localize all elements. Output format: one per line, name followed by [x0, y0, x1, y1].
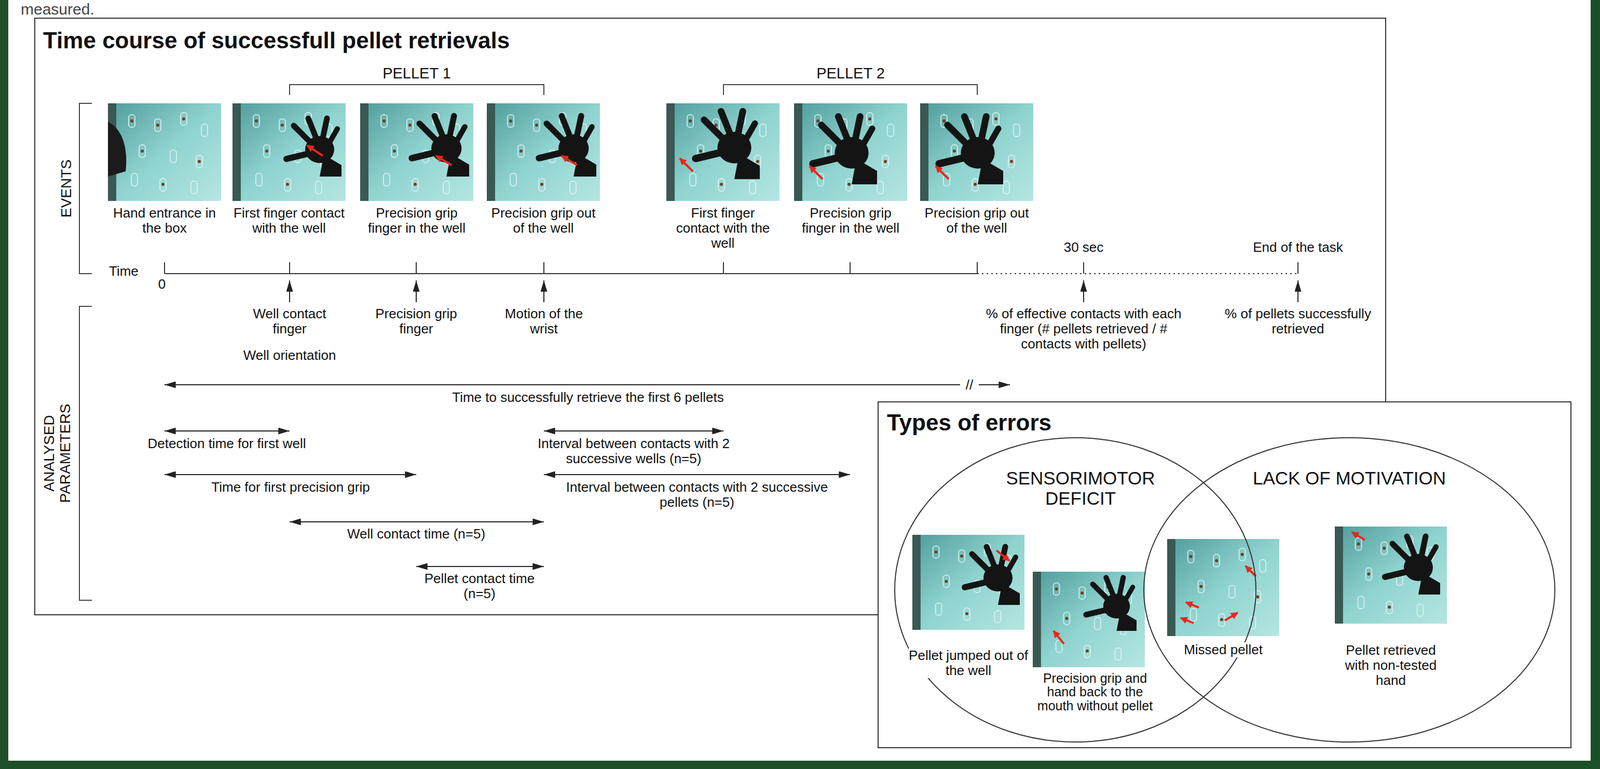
break-mark: // [960, 377, 979, 393]
event-caption: Precision grip out of the well [919, 205, 1034, 236]
panel-box: Time course of successfull pellet retrie… [34, 18, 1386, 615]
group-label: PELLET 1 [359, 64, 474, 82]
panel-title: Types of errors [886, 409, 1052, 435]
duration-label: Well contact time (n=5) [312, 526, 521, 542]
panel-title: Time course of successfull pellet retrie… [43, 27, 510, 53]
parameter-label: Precision grip finger [364, 306, 469, 337]
category-heading: SENSORIMOTOR DEFICIT [992, 467, 1169, 509]
event-caption: Precision grip out of the well [486, 205, 601, 236]
parameter-label: Motion of the wrist [491, 306, 596, 337]
error-caption: Pellet jumped out of the well [908, 647, 1029, 678]
axis-tick-label: 30 sec [1042, 239, 1126, 255]
axis-tick-label: 0 [151, 276, 173, 292]
event-caption: Precision grip finger in the well [793, 205, 908, 236]
event-caption: First finger contact with the well [231, 205, 347, 236]
parameter-label: % of pellets successfully retrieved [1212, 306, 1384, 337]
panel-box: Types of errorsSENSORIMOTOR DEFICIT LACK … [877, 401, 1572, 748]
duration-label: Time for first precision grip [181, 479, 400, 495]
event-caption: Precision grip finger in the well [359, 205, 474, 236]
error-caption: Precision grip and hand back to the mout… [1030, 671, 1160, 713]
axis-label: Time [108, 263, 139, 279]
axis-tick-label: End of the task [1230, 239, 1366, 255]
event-caption: First finger contact with the well [671, 205, 775, 251]
duration-label: Detection time for first well [117, 435, 336, 451]
duration-label: Time to successfully retrieve the first … [406, 389, 770, 405]
cut-heading: measured. [20, 0, 95, 19]
category-ellipse: LACK OF MOTIVATION [1142, 436, 1556, 743]
section-label: EVENTS [58, 136, 75, 241]
duration-label: Interval between contacts with 2 success… [529, 435, 738, 467]
category-heading: LACK OF MOTIVATION [1204, 467, 1495, 488]
error-caption: Pellet retrieved with non-tested hand [1333, 642, 1448, 688]
error-caption: Missed pellet [1171, 641, 1276, 658]
duration-label: Interval between contacts with 2 success… [546, 479, 848, 510]
parameter-label: Well orientation [227, 347, 352, 363]
group-label: PELLET 2 [793, 64, 908, 82]
parameter-label: % of effective contacts with each finger… [979, 306, 1188, 352]
section-label: ANALYSED PARAMETERS [40, 398, 74, 508]
duration-label: Pellet contact time (n=5) [409, 570, 550, 601]
parameter-label: Well contact finger [237, 306, 342, 337]
event-caption: Hand entrance in the box [107, 205, 222, 236]
